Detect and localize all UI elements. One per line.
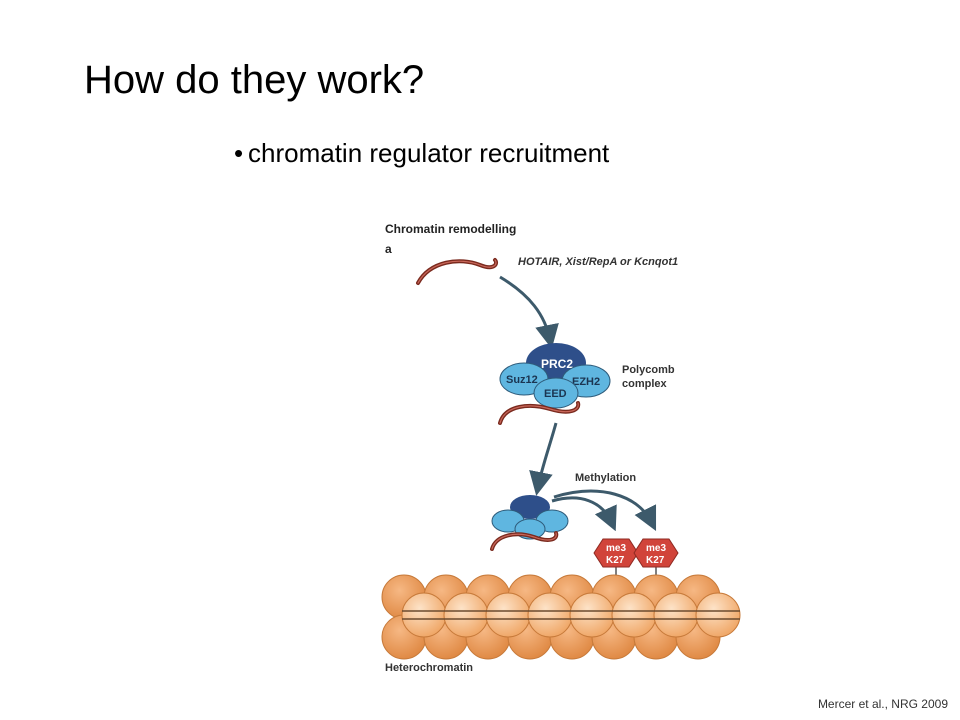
me3-k27-mark: me3 K27 (593, 538, 639, 583)
lncrna-strand-top (416, 258, 499, 285)
lncrna-label: HOTAIR, Xist/RepA or Kcnqot1 (518, 256, 678, 268)
methylation-arrow-2 (553, 489, 657, 532)
methylation-arrow-1 (551, 496, 617, 532)
svg-text:Suz12: Suz12 (506, 374, 538, 386)
svg-text:EZH2: EZH2 (572, 376, 600, 388)
svg-text:EED: EED (544, 388, 567, 400)
me3-k27-mark: me3 K27 (633, 538, 679, 583)
methylation-label: Methylation (575, 472, 636, 484)
svg-text:K27: K27 (606, 555, 625, 566)
polycomb-label-line2: complex (622, 378, 668, 390)
bullet-dot-icon: • (234, 138, 244, 168)
bullet-item: •chromatin regulator recruitment (234, 138, 609, 169)
eed-subunit (533, 377, 579, 409)
lncrna-strand-middle (498, 401, 581, 425)
svg-text:K27: K27 (646, 555, 665, 566)
polycomb-complex: PRC2 Suz12 EZH2 EED (499, 343, 611, 409)
nucleosome-front-row (401, 592, 741, 638)
citation: Mercer et al., NRG 2009 (817, 697, 948, 711)
figure-heading: Chromatin remodelling (385, 222, 516, 236)
polycomb-label-line1: Polycomb (622, 364, 675, 376)
svg-text:PRC2: PRC2 (541, 357, 573, 371)
slide-title: How do they work? (84, 58, 425, 102)
arrow-recruitment (499, 275, 559, 349)
heterochromatin-label: Heterochromatin (385, 662, 473, 674)
lncrna-strand-bottom (490, 531, 559, 551)
dna-wrap-lines (402, 610, 740, 620)
svg-text:me3: me3 (606, 543, 626, 554)
svg-text:me3: me3 (646, 543, 666, 554)
arrow-to-chromatin (529, 422, 558, 496)
nucleosome-array (381, 574, 741, 660)
panel-letter: a (385, 242, 392, 256)
chromatin-remodelling-diagram: Chromatin remodelling a HOTAIR, Xist/Rep… (381, 222, 741, 674)
bullet-text: chromatin regulator recruitment (248, 138, 610, 168)
